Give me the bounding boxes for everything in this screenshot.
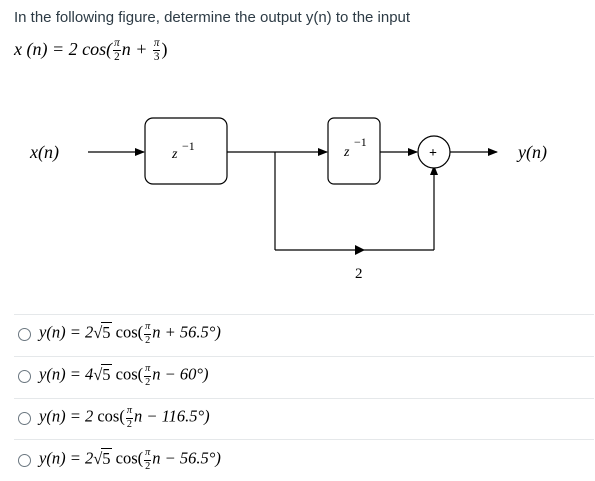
block-diagram: x(n) z −1 2 z −1 + y(n): [29, 117, 547, 282]
fraction-denominator: 3: [153, 51, 160, 64]
sqrt-radicand: 5: [101, 321, 112, 342]
fraction-numerator: π: [152, 37, 161, 52]
input-equation-tail: ): [161, 38, 168, 59]
option-prefix: y(n) = 2: [39, 448, 94, 468]
option-cos: cos(: [111, 448, 144, 468]
sqrt-radicand: 5: [101, 363, 112, 384]
option-cos: cos(: [111, 364, 144, 384]
option-cos: cos(: [93, 406, 125, 426]
fraction-denominator: 2: [114, 51, 120, 64]
option-rest: n + 56.5°): [152, 322, 221, 342]
input-label: x(n): [29, 142, 59, 163]
sqrt-symbol: √5: [93, 447, 112, 468]
output-label: y(n): [516, 142, 547, 163]
gain-label: 2: [355, 266, 363, 282]
radio-button-icon[interactable]: [18, 327, 31, 341]
fraction-numerator: π: [144, 448, 152, 461]
fraction-numerator: π: [144, 322, 152, 335]
option-prefix: y(n) = 4: [39, 364, 94, 384]
option-rest: n − 56.5°): [152, 448, 221, 468]
option-prefix: y(n) = 2: [39, 406, 94, 426]
delay-2-exponent: −1: [354, 135, 367, 149]
radio-button-icon[interactable]: [18, 369, 31, 383]
sqrt-symbol: √5: [93, 363, 112, 384]
option-rest: n − 60°): [152, 364, 209, 384]
fraction-denominator: 2: [145, 334, 151, 346]
option-divider: [14, 439, 594, 440]
radio-button-icon[interactable]: [18, 411, 31, 425]
radio-button-icon[interactable]: [18, 453, 31, 467]
sqrt-symbol: √5: [93, 321, 112, 342]
option-prefix: y(n) = 2: [39, 322, 94, 342]
fraction-numerator: π: [113, 37, 121, 52]
fraction-denominator: 2: [126, 418, 132, 430]
option-divider: [14, 314, 594, 315]
fraction-numerator: π: [125, 406, 133, 419]
option-rest: n − 116.5°): [133, 406, 210, 426]
option-divider: [14, 356, 594, 357]
fraction-denominator: 2: [145, 376, 151, 388]
input-equation-middle: n +: [121, 38, 152, 59]
delay-block-2: [327, 117, 381, 185]
option-cos: cos(: [111, 322, 144, 342]
fraction-numerator: π: [144, 364, 152, 377]
delay-1-exponent: −1: [182, 139, 195, 153]
delay-1-label: z: [171, 147, 178, 162]
gain-arrow-icon: [355, 245, 365, 255]
adder-symbol: +: [429, 146, 437, 161]
input-equation-lhs: x (n) = 2 cos(: [14, 38, 113, 59]
delay-block-1: [144, 117, 228, 185]
delay-2-label: z: [343, 145, 350, 160]
question-prompt: In the following figure, determine the o…: [14, 9, 411, 26]
sqrt-radicand: 5: [101, 447, 112, 468]
option-divider: [14, 398, 594, 399]
fraction-denominator: 2: [145, 460, 151, 472]
